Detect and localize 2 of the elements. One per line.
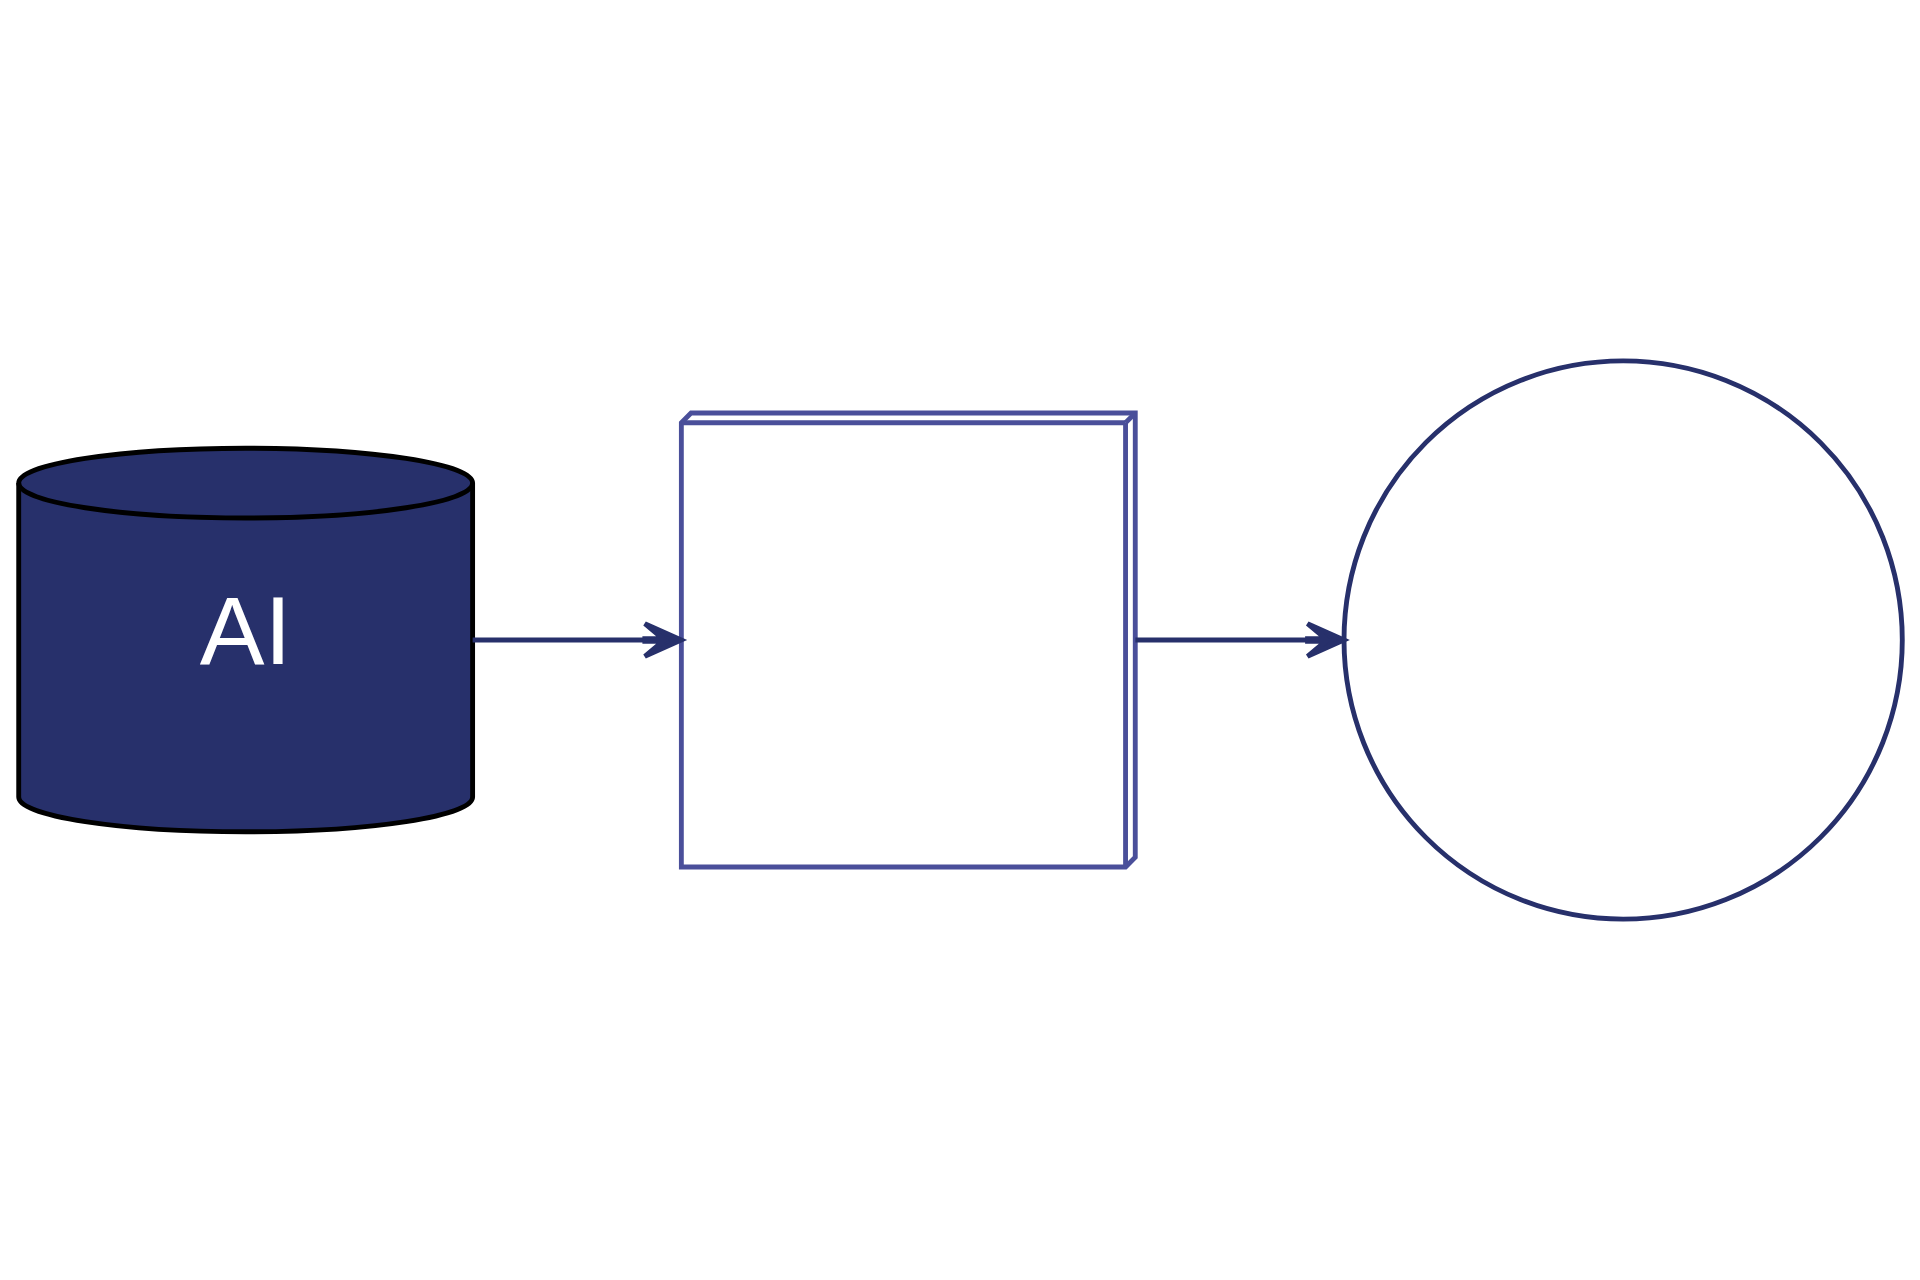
arrow: [472, 621, 684, 659]
node-circle: [1341, 358, 1905, 922]
